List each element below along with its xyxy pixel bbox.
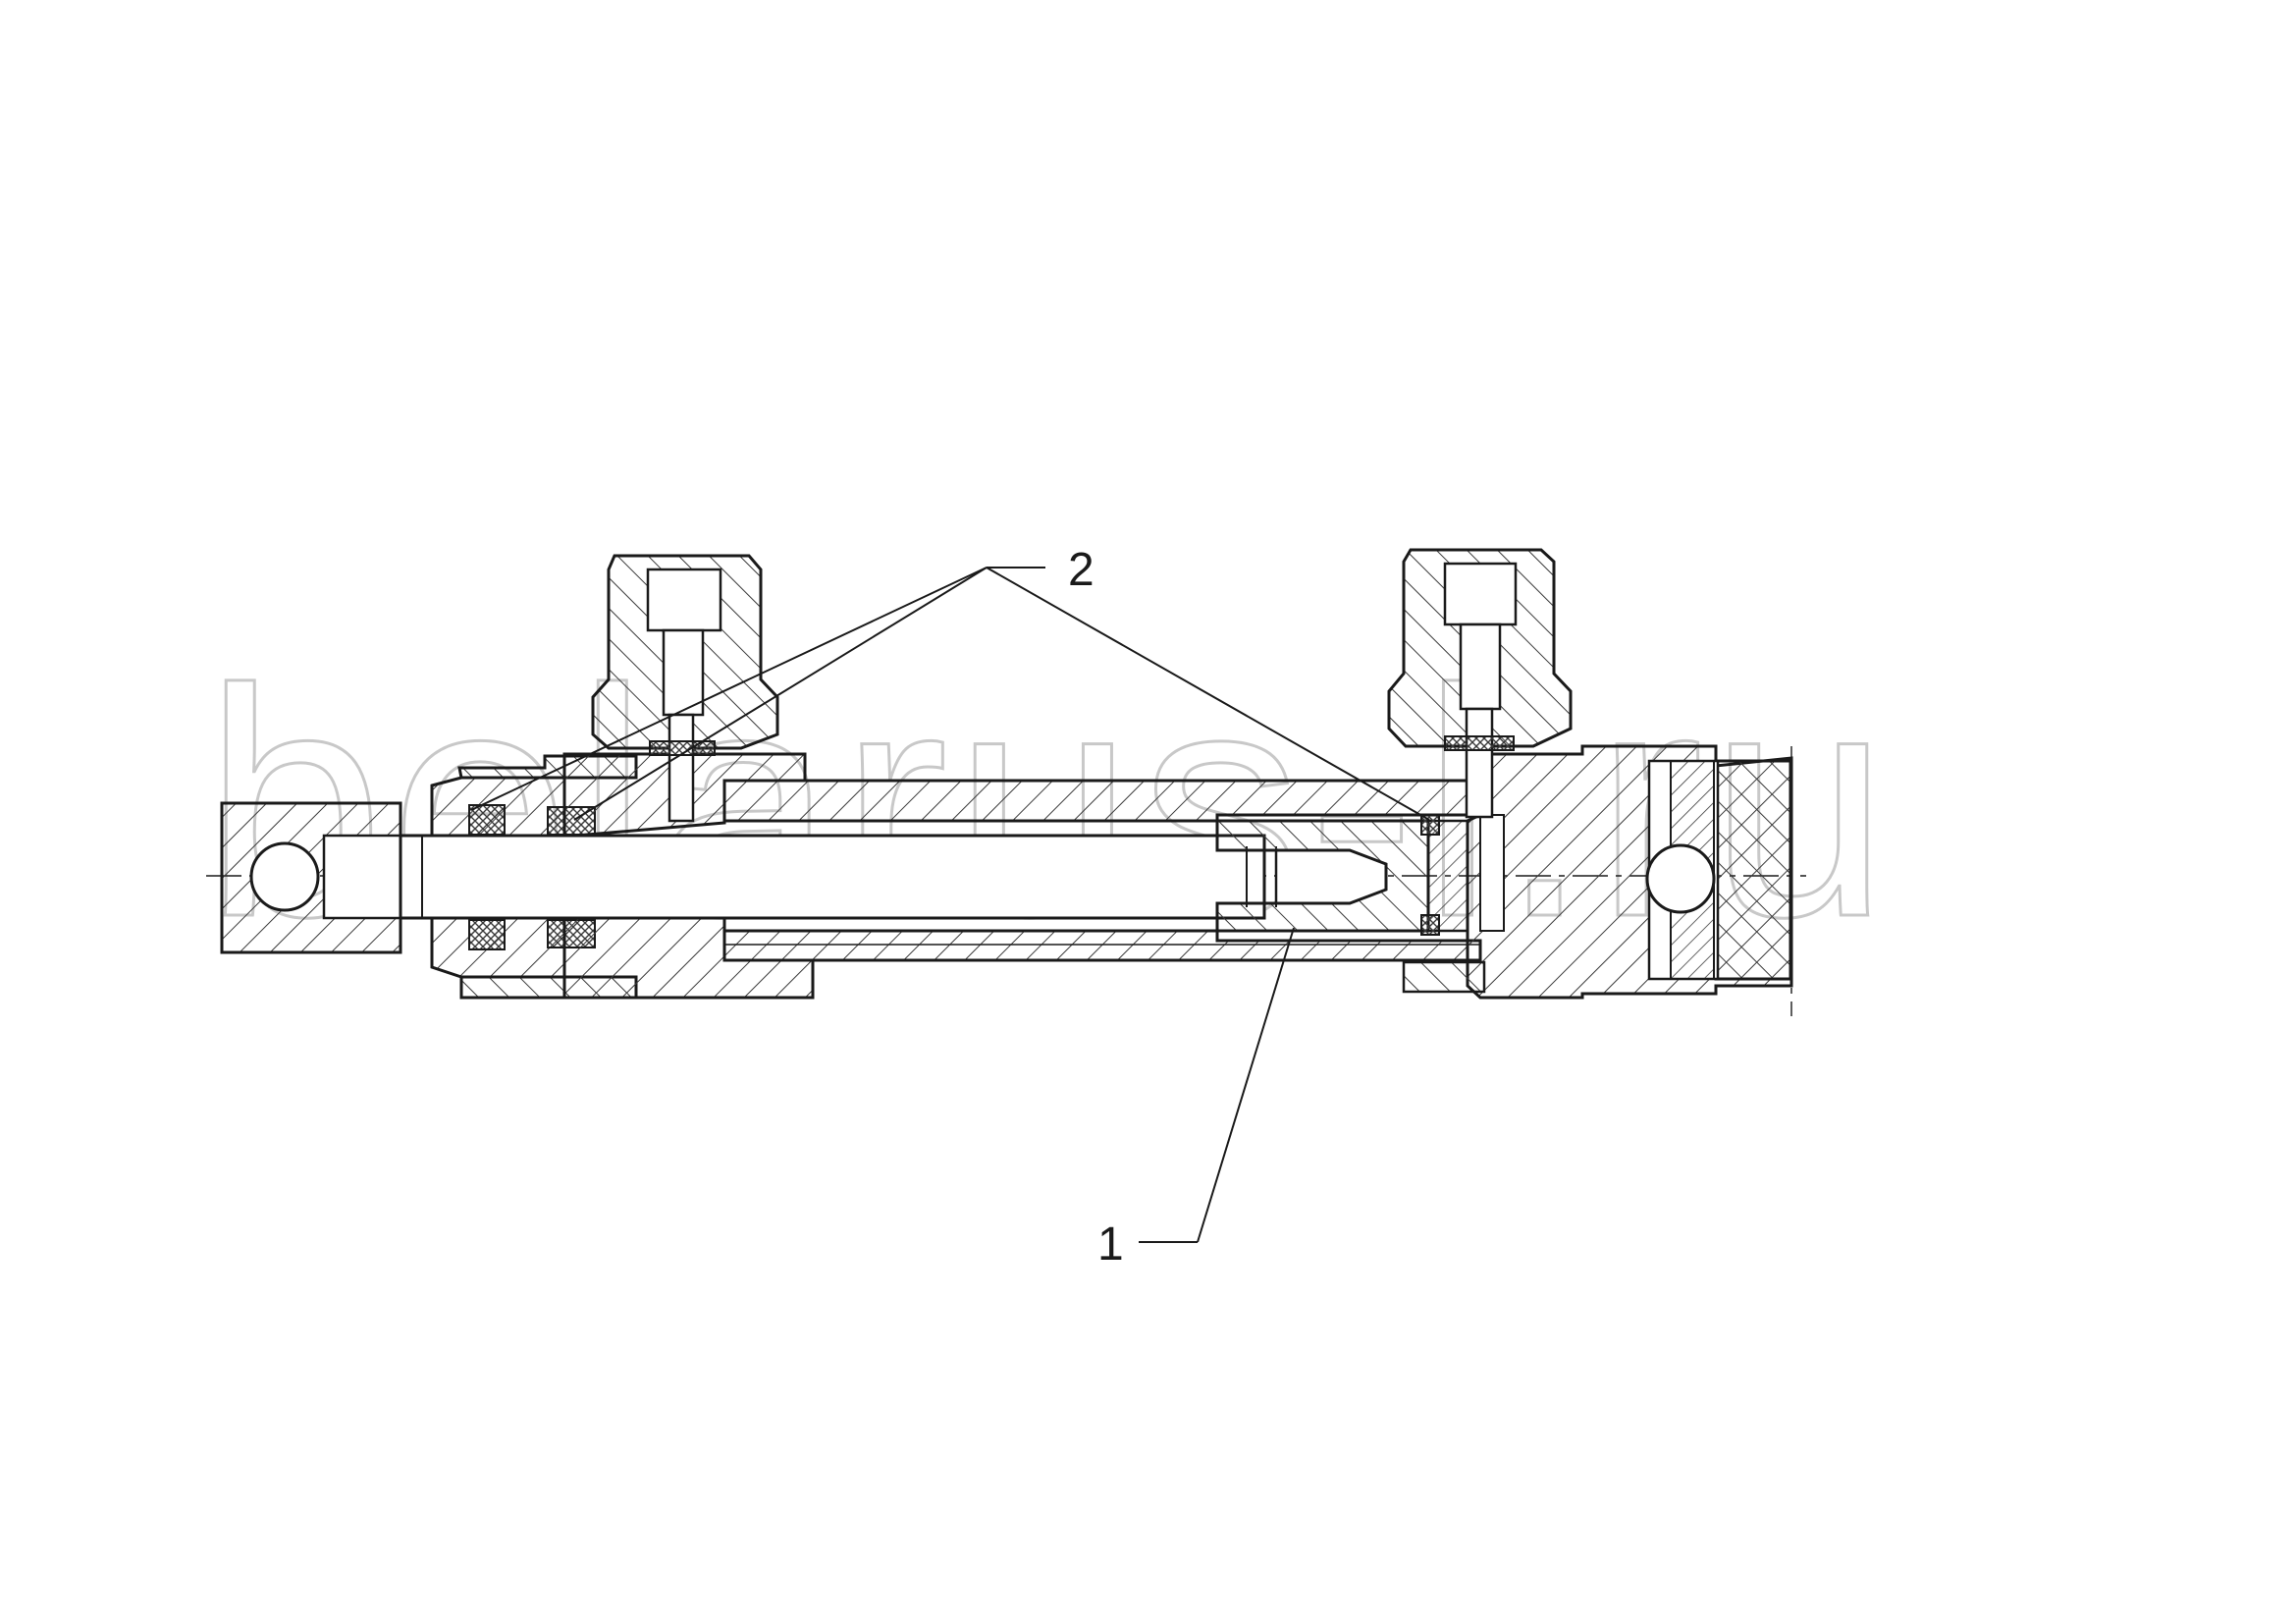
callout-2-label: 2 xyxy=(1068,544,1095,596)
piston xyxy=(1215,814,1469,936)
callout-2-leaders xyxy=(470,567,1430,821)
right-fitting xyxy=(1387,548,1573,819)
callout-1-label: 1 xyxy=(1097,1218,1124,1271)
rear-cap xyxy=(1402,744,1793,1000)
left-fitting xyxy=(591,554,779,823)
callout-1-leaders xyxy=(1139,927,1295,1243)
left-rod-eye xyxy=(220,801,402,954)
